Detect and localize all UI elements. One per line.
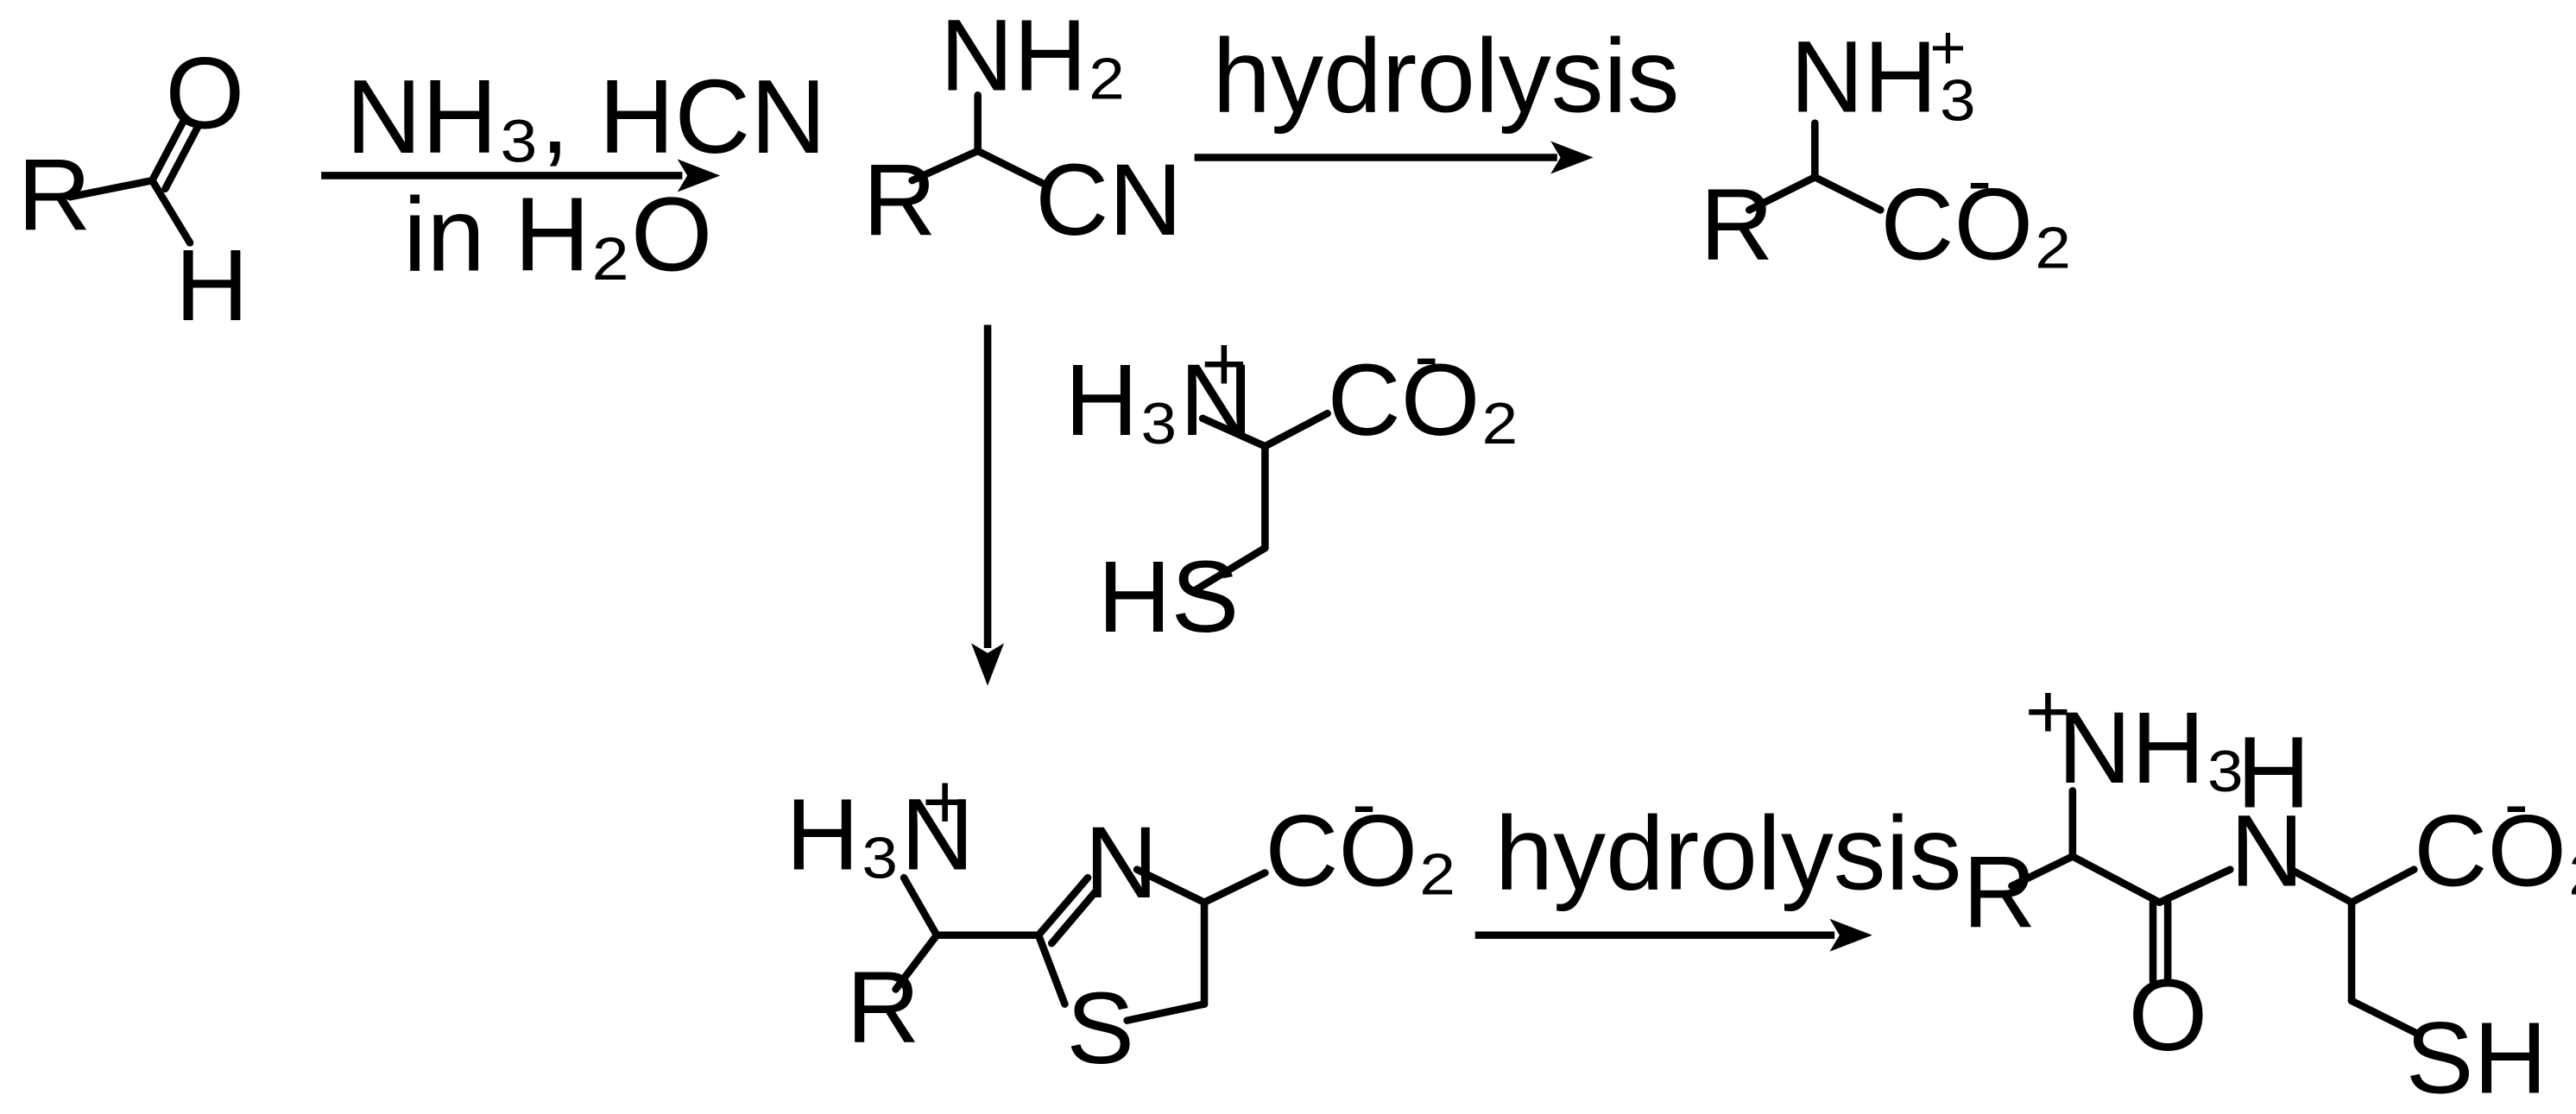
bond-ch2-s: [1190, 544, 1269, 595]
dipeptide-r-label: R: [1962, 834, 2036, 948]
thiazoline-h3n-label: H₃N: [786, 777, 974, 891]
bond-nh-ca2: [2287, 865, 2356, 907]
bond-c-r: [892, 931, 941, 993]
arrowhead-down: [971, 643, 1005, 686]
step2-label: hydrolysis: [1213, 16, 1680, 134]
cysteine-h3n-label: H₃N: [1064, 343, 1253, 456]
thiazoline-co2-label: CO₂: [1265, 794, 1457, 908]
amino-acid-nh3-label: NH₃: [1790, 19, 1979, 133]
bond-ch2-s: [2347, 997, 2421, 1038]
dipeptide-plus-charge: +: [2025, 668, 2071, 756]
amino-acid-structure: R NH₃ + CO₂ -: [1700, 14, 2073, 281]
aminonitrile-cn-label: CN: [1035, 142, 1182, 256]
bond-c-nh: [2156, 865, 2234, 907]
aldehyde-structure: R O H: [17, 35, 249, 341]
bond-c2-n3-double-2: [1047, 885, 1102, 947]
amino-acid-minus-charge: -: [1967, 140, 1992, 221]
aminonitrile-r-label: R: [863, 142, 937, 256]
arrow-down: [971, 324, 1005, 686]
bond-c2-n3-double-1: [1034, 873, 1092, 940]
arrow-step-1: [321, 159, 721, 192]
bond-c-o-double-1: [148, 114, 189, 185]
dipeptide-co2-label: CO₂: [2414, 794, 2576, 908]
bond-c4-co2: [1200, 869, 1269, 907]
bond-n3-c4: [1133, 865, 1209, 907]
bond-c2-s: [1034, 931, 1069, 1008]
bond-r-c: [66, 176, 156, 201]
arrow-step-3: [1474, 918, 1872, 952]
arrow-step-2: [1194, 141, 1594, 174]
bond-n-c: [1198, 414, 1269, 450]
arrowhead-1: [677, 159, 721, 192]
step1-solvent: in H₂O: [403, 176, 712, 293]
cysteine-plus-charge: +: [1201, 320, 1247, 408]
bond-r-c: [1745, 173, 1819, 214]
thiazoline-r-label: R: [847, 949, 920, 1063]
dipeptide-nh3-label: NH₃: [2058, 690, 2246, 804]
bond-c-co2: [1811, 173, 1885, 214]
cysteine-structure: H₃N + CO₂ - HS: [1064, 315, 1519, 653]
bond-n-c: [900, 873, 941, 940]
dipeptide-o-label: O: [2128, 958, 2207, 1072]
bond-r-ca: [2008, 853, 2077, 890]
dipeptide-amide-h-label: H: [2237, 714, 2310, 828]
bond-c-cn: [974, 147, 1047, 188]
aldehyde-r-label: R: [17, 137, 91, 251]
amino-acid-r-label: R: [1700, 167, 1773, 280]
arrowhead-3: [1829, 918, 1872, 952]
dipeptide-minus-charge: -: [2504, 763, 2529, 844]
aldehyde-h-label: H: [175, 228, 249, 342]
thiazoline-structure: H₃N + N S R CO₂ -: [786, 758, 1457, 1085]
aldehyde-o-label: O: [165, 35, 244, 149]
bond-c-h: [148, 176, 194, 247]
bond-ca-co: [2068, 853, 2163, 907]
bond-c-co2: [1261, 409, 1331, 450]
cysteine-co2-label: CO₂: [1328, 343, 1520, 456]
cysteine-hs-label: HS: [1097, 539, 1239, 653]
bond-r-c: [908, 147, 982, 185]
dipeptide-amide-n-label: N: [2230, 794, 2303, 908]
cysteine-minus-charge: -: [1414, 315, 1438, 396]
bond-c-o-double-2: [161, 123, 202, 192]
amino-acid-plus-charge: +: [1929, 14, 1966, 83]
thiazoline-n-label: N: [1084, 805, 1158, 919]
arrowhead-2: [1550, 141, 1594, 174]
dipeptide-sh-label: SH: [2406, 1000, 2548, 1114]
thiazoline-s-label: S: [1066, 971, 1134, 1085]
aminonitrile-structure: R NH₂ CN: [863, 0, 1183, 256]
bond-c5-s: [1123, 1000, 1209, 1024]
aminonitrile-nh2-label: NH₂: [940, 0, 1127, 112]
bond-ca2-co2: [2347, 865, 2418, 907]
step1-reagents: NH₃, HCN: [346, 58, 827, 175]
dipeptide-structure: R + NH₃ O H N CO₂ - SH: [1962, 668, 2576, 1114]
thiazoline-minus-charge: -: [1352, 763, 1376, 844]
thiazoline-plus-charge: +: [922, 758, 968, 846]
step3-label: hydrolysis: [1495, 795, 1962, 912]
amino-acid-co2-label: CO₂: [1880, 167, 2073, 280]
